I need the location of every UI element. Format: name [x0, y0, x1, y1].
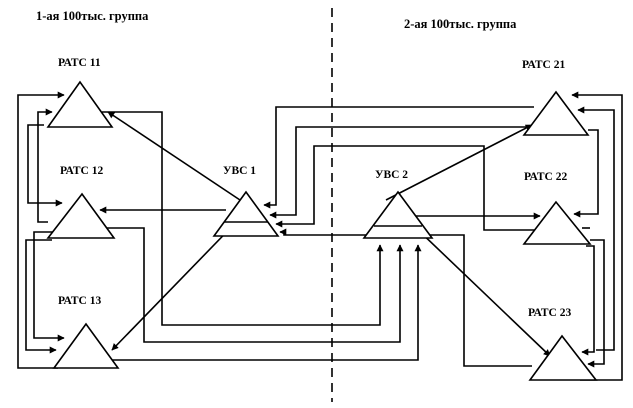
ratc12-triangle [46, 192, 116, 239]
ratc23-to-uvs1-link [279, 228, 532, 367]
label-ratc23: РАТС 23 [528, 307, 571, 319]
label-ratc21: РАТС 21 [522, 59, 565, 71]
label-ratc12: РАТС 12 [60, 165, 103, 177]
uvs1-triangle [212, 190, 280, 237]
label-uvs2: УВС 2 [375, 169, 408, 181]
group-label-left: 1-ая 100тыс. группа [36, 9, 149, 23]
group-label-right: 2-ая 100тыс. группа [404, 17, 517, 31]
ratc23-triangle [528, 334, 598, 381]
label-uvs1: УВС 1 [223, 165, 256, 177]
uvs2-triangle [362, 190, 434, 239]
uvs2-right-links [385, 124, 551, 357]
ratc13-triangle [52, 322, 120, 369]
ratc22-triangle [522, 200, 592, 245]
left-loop-lines [17, 91, 65, 369]
label-ratc13: РАТС 13 [58, 295, 101, 307]
label-ratc11: РАТС 11 [58, 57, 101, 69]
label-ratc22: РАТС 22 [524, 171, 567, 183]
ratc21-triangle [522, 90, 590, 136]
ratc11-triangle [46, 80, 114, 128]
right-loop-lines [571, 91, 623, 381]
right-to-uvs1-links [263, 106, 540, 231]
